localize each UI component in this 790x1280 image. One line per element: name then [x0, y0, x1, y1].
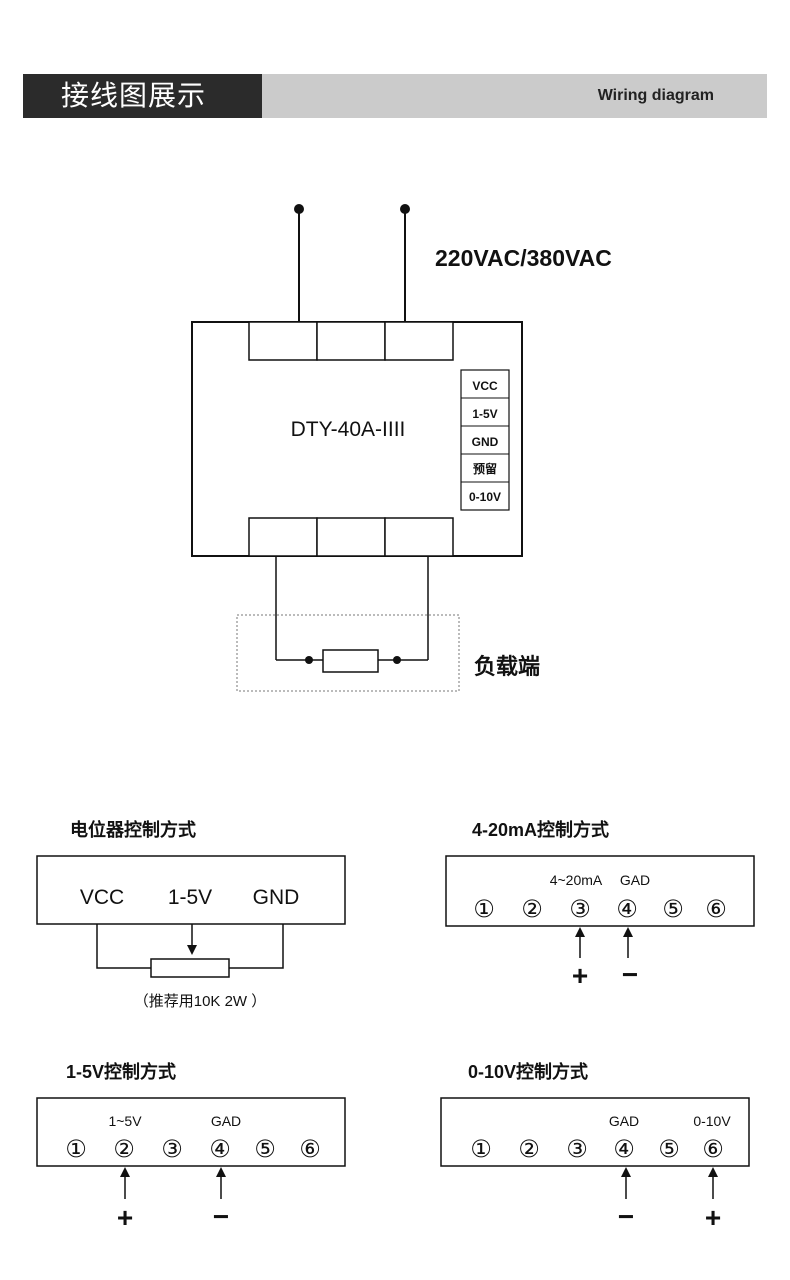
load-connection-dot — [305, 656, 313, 664]
v15-pin-1: ① — [65, 1136, 87, 1163]
section-header: 接线图展示 Wiring diagram — [23, 74, 767, 118]
input-terminal — [316, 321, 386, 361]
ma-pin-6: ⑥ — [705, 896, 727, 923]
pot-wire-gnd — [229, 924, 284, 969]
potentiometer-box — [36, 855, 346, 925]
ma-signal-label: 4~20mA — [550, 872, 603, 888]
v010-pin-6: ⑥ — [702, 1136, 724, 1163]
output-terminal — [384, 517, 454, 557]
ma-ground-label: GAD — [620, 872, 650, 888]
load-connection-dot — [393, 656, 401, 664]
terminal-reserved: 预留 — [473, 461, 497, 476]
ma-pin-3: ③ — [569, 896, 591, 923]
load-resistor — [322, 649, 379, 673]
terminal-0-10v: 0-10V — [469, 490, 501, 504]
v15-pin-3: ③ — [161, 1136, 183, 1163]
pot-wire-vcc — [96, 924, 151, 969]
v010-pin-1: ① — [470, 1136, 492, 1163]
input-terminal — [248, 321, 318, 361]
v010-pin-5: ⑤ — [658, 1136, 680, 1163]
pot-label-vcc: VCC — [80, 886, 124, 909]
ma-pin-4: ④ — [616, 896, 638, 923]
v15-pin-4: ④ — [209, 1136, 231, 1163]
header-title: 接线图展示 — [61, 80, 207, 111]
v15-control-panel: 1-5V控制方式 1~5V GAD ① ② ③ ④ ⑤ ⑥ + − — [36, 1061, 346, 1233]
v010-pin-2: ② — [518, 1136, 540, 1163]
v010-minus-sign: − — [618, 1201, 634, 1232]
device-model: DTY-40A-IIII — [291, 418, 406, 441]
ma-pin-5: ⑤ — [662, 896, 684, 923]
v010-plus-sign: + — [705, 1202, 721, 1233]
input-terminal — [384, 321, 454, 361]
v15-control-box — [36, 1097, 346, 1167]
power-label: 220VAC/380VAC — [435, 245, 612, 271]
v15-signal-label: 1~5V — [108, 1113, 142, 1129]
main-wiring: 220VAC/380VAC DTY-40A-IIII VCC 1-5V GND … — [191, 204, 612, 692]
v15-pin-6: ⑥ — [299, 1136, 321, 1163]
v15-plus-sign: + — [117, 1202, 133, 1233]
ma-control-box — [445, 855, 755, 927]
v15-pin-2: ② — [113, 1136, 135, 1163]
terminal-1-5v: 1-5V — [472, 407, 497, 421]
pot-label-gnd: GND — [253, 886, 300, 909]
control-terminal-frame — [460, 369, 510, 511]
control-terminal-block: VCC 1-5V GND 预留 0-10V — [460, 369, 510, 511]
v010-pin-3: ③ — [566, 1136, 588, 1163]
pot-label-1-5v: 1-5V — [168, 886, 212, 909]
power-terminal-dot — [294, 204, 304, 214]
v010-ground-label: GAD — [609, 1113, 639, 1129]
v15-ground-label: GAD — [211, 1113, 241, 1129]
ma-plus-sign: + — [572, 960, 588, 991]
v010-control-box — [440, 1097, 750, 1167]
ma-control-title: 4-20mA控制方式 — [472, 819, 609, 840]
v15-pin-5: ⑤ — [254, 1136, 276, 1163]
output-terminal — [316, 517, 386, 557]
potentiometer-note: （推荐用10K 2W ） — [134, 993, 267, 1010]
power-terminal-dot — [400, 204, 410, 214]
potentiometer-panel: 电位器控制方式 VCC 1-5V GND （推荐用10K 2W ） — [36, 819, 346, 1010]
output-terminal — [248, 517, 318, 557]
potentiometer-title: 电位器控制方式 — [70, 819, 196, 840]
ma-pin-1: ① — [473, 896, 495, 923]
ma-pin-2: ② — [521, 896, 543, 923]
v010-pin-4: ④ — [613, 1136, 635, 1163]
ma-control-panel: 4-20mA控制方式 4~20mA GAD ① ② ③ ④ ⑤ ⑥ + − — [445, 819, 755, 991]
v010-control-panel: 0-10V控制方式 GAD 0-10V ① ② ③ ④ ⑤ ⑥ − + — [440, 1061, 750, 1233]
v010-control-title: 0-10V控制方式 — [468, 1061, 588, 1082]
v010-signal-label: 0-10V — [693, 1113, 731, 1129]
header-title-block: 接线图展示 — [23, 74, 262, 118]
load-label: 负载端 — [474, 654, 540, 679]
v15-control-title: 1-5V控制方式 — [66, 1061, 176, 1082]
terminal-vcc: VCC — [472, 379, 498, 393]
potentiometer-resistor — [150, 958, 230, 978]
header-subtitle: Wiring diagram — [597, 87, 714, 104]
load-zone — [236, 614, 460, 692]
v15-minus-sign: − — [213, 1201, 229, 1232]
ma-minus-sign: − — [622, 959, 638, 990]
terminal-gnd: GND — [472, 435, 499, 449]
